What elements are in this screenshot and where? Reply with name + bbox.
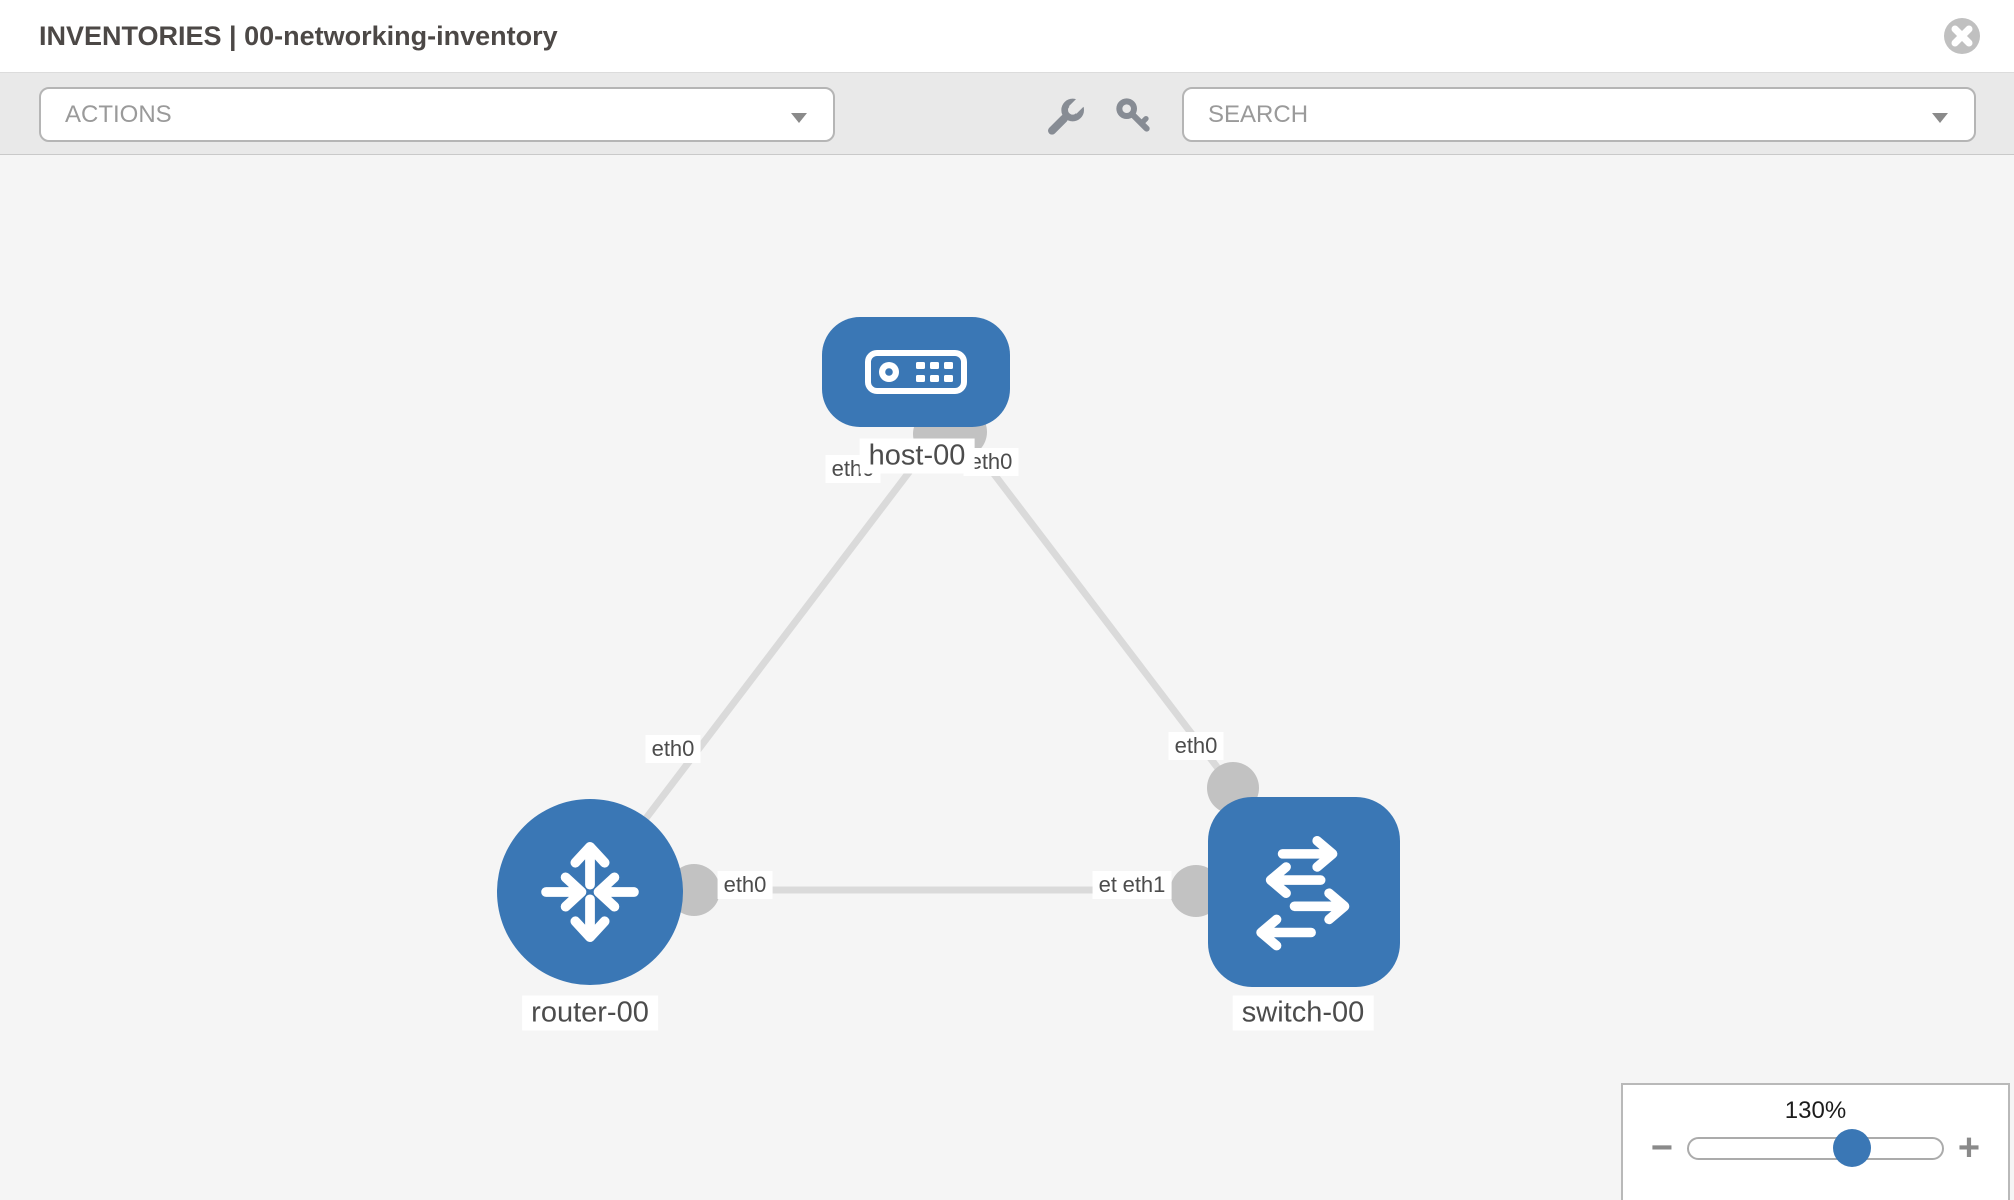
node-switch-00[interactable]: [1208, 797, 1400, 987]
actions-dropdown-value: ACTIONS: [65, 100, 172, 128]
iface-label-eth0: eth0: [645, 735, 701, 763]
node-host-00[interactable]: [822, 317, 1010, 427]
node-label-host-00: host-00: [859, 438, 975, 474]
link-host-switch[interactable]: [959, 429, 1236, 791]
toolbar: ACTIONS SEARCH: [0, 72, 2014, 155]
node-router-00[interactable]: [497, 799, 683, 985]
iface-label-eth1: eth1: [1116, 871, 1172, 899]
actions-dropdown[interactable]: ACTIONS: [39, 87, 835, 142]
wrench-icon: [1048, 94, 1089, 135]
host-icon: [865, 350, 967, 394]
chevron-down-icon: [1932, 113, 1948, 123]
zoom-percent: 130%: [1784, 1097, 1847, 1124]
page-title: INVENTORIES | 00-networking-inventory: [39, 20, 558, 51]
node-label-router-00: router-00: [522, 995, 658, 1031]
router-icon: [541, 841, 639, 943]
iface-label-eth0: eth0: [1168, 732, 1224, 760]
link-host-router[interactable]: [587, 431, 941, 895]
search-dropdown[interactable]: SEARCH: [1182, 87, 1976, 142]
zoom-panel: 130% − +: [1621, 1083, 2010, 1200]
header: INVENTORIES | 00-networking-inventory: [0, 0, 2014, 72]
tools-button[interactable]: [1044, 94, 1089, 136]
switch-icon: [1256, 835, 1350, 951]
iface-label-eth0: eth0: [717, 871, 773, 899]
zoom-slider-knob[interactable]: [1833, 1129, 1872, 1167]
search-dropdown-value: SEARCH: [1208, 100, 1309, 128]
key-icon: [1116, 98, 1150, 132]
zoom-out-button[interactable]: −: [1645, 1129, 1679, 1167]
chevron-down-icon: [791, 113, 807, 123]
zoom-slider[interactable]: [1687, 1129, 1944, 1167]
close-icon: [1944, 18, 1980, 54]
zoom-in-button[interactable]: +: [1952, 1129, 1986, 1167]
close-button[interactable]: [1943, 17, 1981, 55]
key-button[interactable]: [1112, 96, 1156, 136]
topology-canvas[interactable]: host-00 router-00 switch-00 eth0 eth0 et…: [0, 155, 2014, 1200]
node-label-switch-00: switch-00: [1232, 995, 1374, 1031]
